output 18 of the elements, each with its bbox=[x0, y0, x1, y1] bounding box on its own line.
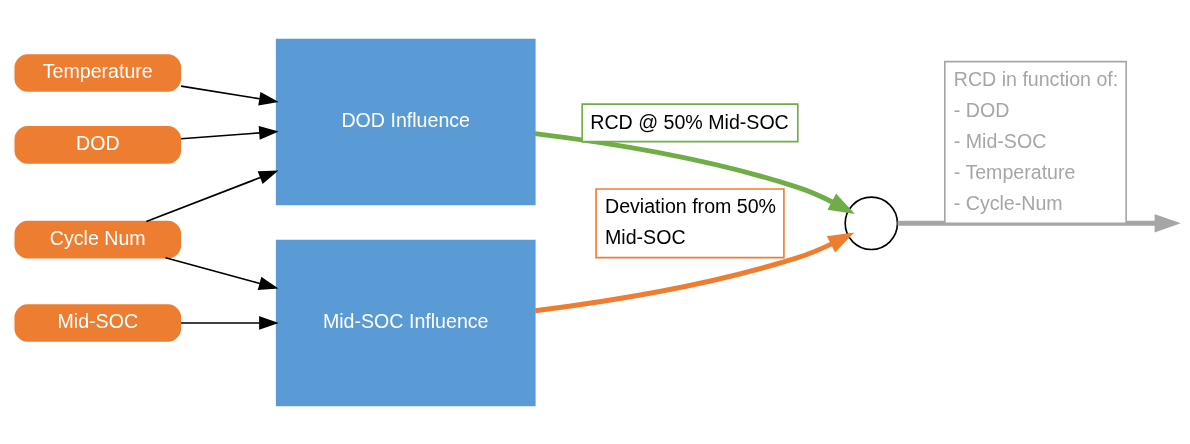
node-box: Mid-SOC Influence bbox=[275, 239, 536, 406]
node-box: Temperature bbox=[14, 53, 182, 92]
arrow bbox=[180, 84, 279, 106]
node-box: DOD bbox=[14, 125, 182, 164]
arrow bbox=[180, 125, 279, 140]
arrow bbox=[180, 315, 279, 330]
node-box: DOD Influence bbox=[275, 38, 536, 205]
node-box: Mid-SOC bbox=[14, 303, 182, 342]
arrow bbox=[145, 170, 279, 222]
node-box: Cycle Num bbox=[14, 220, 182, 258]
edge-label: RCD @ 50% Mid-SOC bbox=[590, 110, 789, 133]
edge-label: Deviation from 50% Mid-SOC bbox=[605, 194, 777, 248]
arrow bbox=[897, 213, 1181, 232]
node-circle bbox=[844, 195, 899, 250]
edge-label: RCD in function of: - DOD - Mid-SOC - Temperature - Cycle-Num bbox=[953, 67, 1119, 214]
arrow bbox=[534, 130, 855, 214]
arrow bbox=[534, 231, 855, 313]
arrow bbox=[164, 256, 279, 290]
